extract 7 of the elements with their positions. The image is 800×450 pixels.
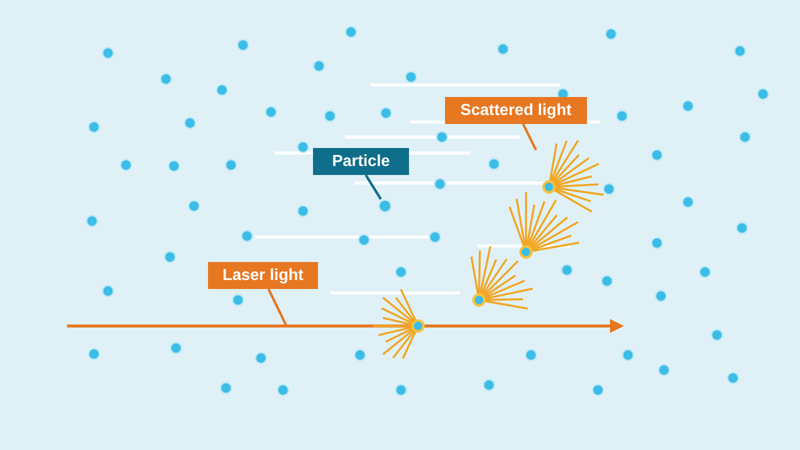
leader-line <box>364 174 382 200</box>
callout-label: Particle <box>313 148 409 175</box>
leader-line <box>267 288 288 326</box>
leader-line <box>522 123 538 151</box>
callout-label: Scattered light <box>445 97 587 124</box>
particle-dot <box>378 199 392 213</box>
callout-label: Laser light <box>208 262 318 289</box>
